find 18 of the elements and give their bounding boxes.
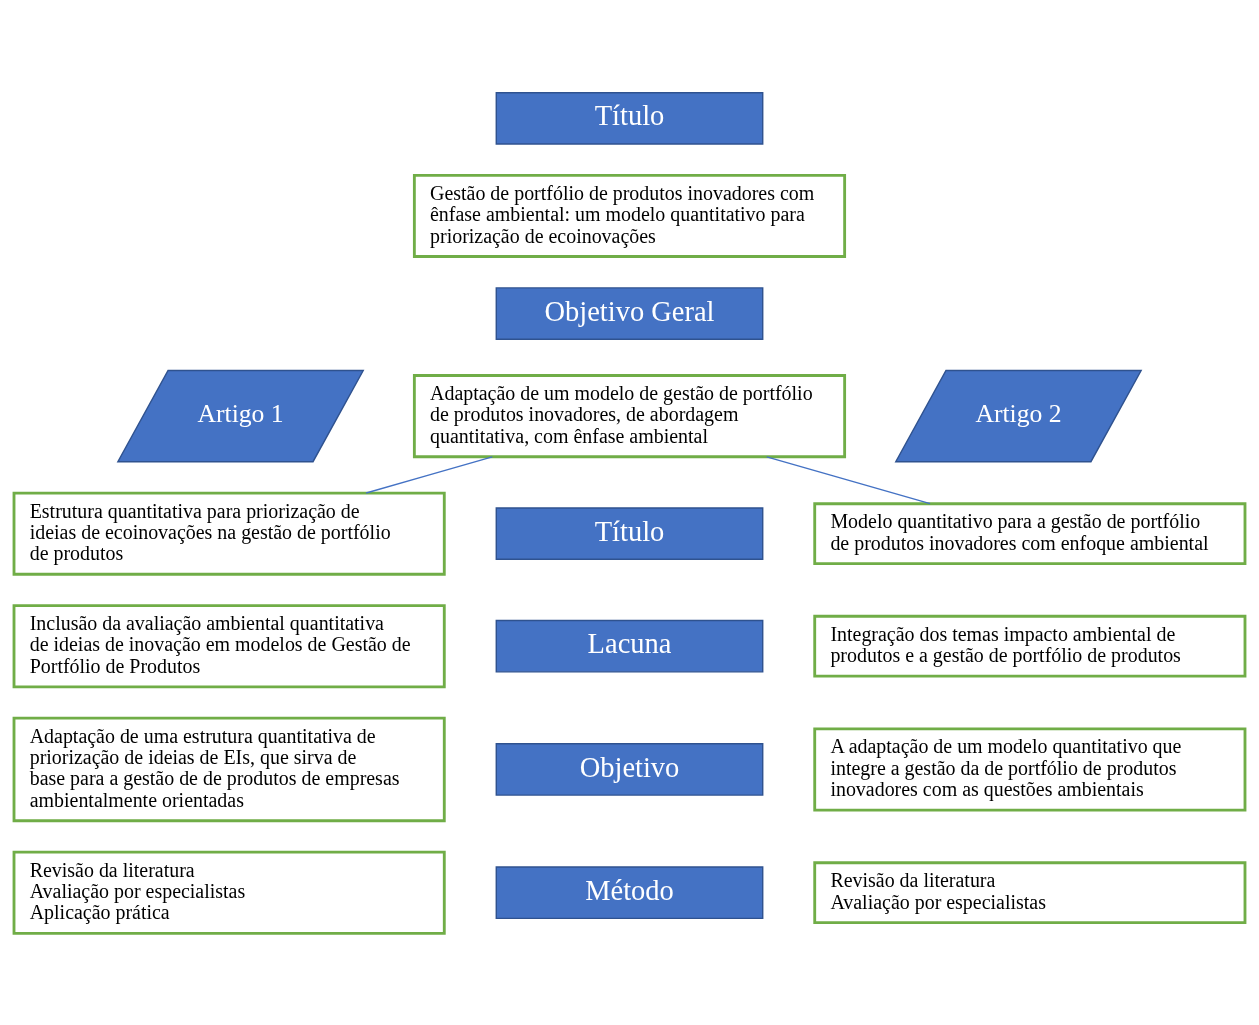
node-box: Método	[495, 865, 764, 919]
node-box: Estrutura quantitativa para priorização de ideias de ecoinovações na gestão de portfólio de produtos	[12, 491, 446, 576]
node-box: Lacuna	[495, 619, 764, 673]
connector	[365, 455, 493, 494]
node-box: Título	[495, 506, 764, 560]
node-box: Título	[495, 91, 764, 145]
node-box: Revisão da literatura Avaliação por especialistas	[813, 860, 1247, 924]
node-box: Inclusão da avaliação ambiental quantitativa de ideias de inovação em modelos de Gestão de Portfólio de Produtos	[12, 603, 446, 688]
node-box: Objetivo	[495, 742, 764, 796]
node-box: Adaptação de um modelo de gestão de portfólio de produtos inovadores, de abordagem quantitativa, com ênfase ambiental	[412, 373, 847, 458]
node-box: A adaptação de um modelo quantitativo que integre a gestão da de portfólio de produtos inovadores com as questões ambientais	[813, 726, 1247, 811]
node-box: Revisão da literatura Avaliação por especialistas Aplicação prática	[12, 850, 446, 935]
node-box: Objetivo Geral	[495, 286, 764, 340]
node-box: Adaptação de uma estrutura quantitativa de priorização de ideias de EIs, que sirva de base para a gestão de de produtos de empresas ambientalmente orientadas	[12, 716, 446, 822]
connector	[766, 455, 931, 504]
node-box: Modelo quantitativo para a gestão de portfólio de produtos inovadores com enfoque ambiental	[813, 501, 1247, 565]
node-box: Gestão de portfólio de produtos inovadores com ênfase ambiental: um modelo quantitativo para priorização de ecoinovações	[412, 173, 847, 258]
node-box: Integração dos temas impacto ambiental de produtos e a gestão de portfólio de produtos	[813, 614, 1247, 678]
